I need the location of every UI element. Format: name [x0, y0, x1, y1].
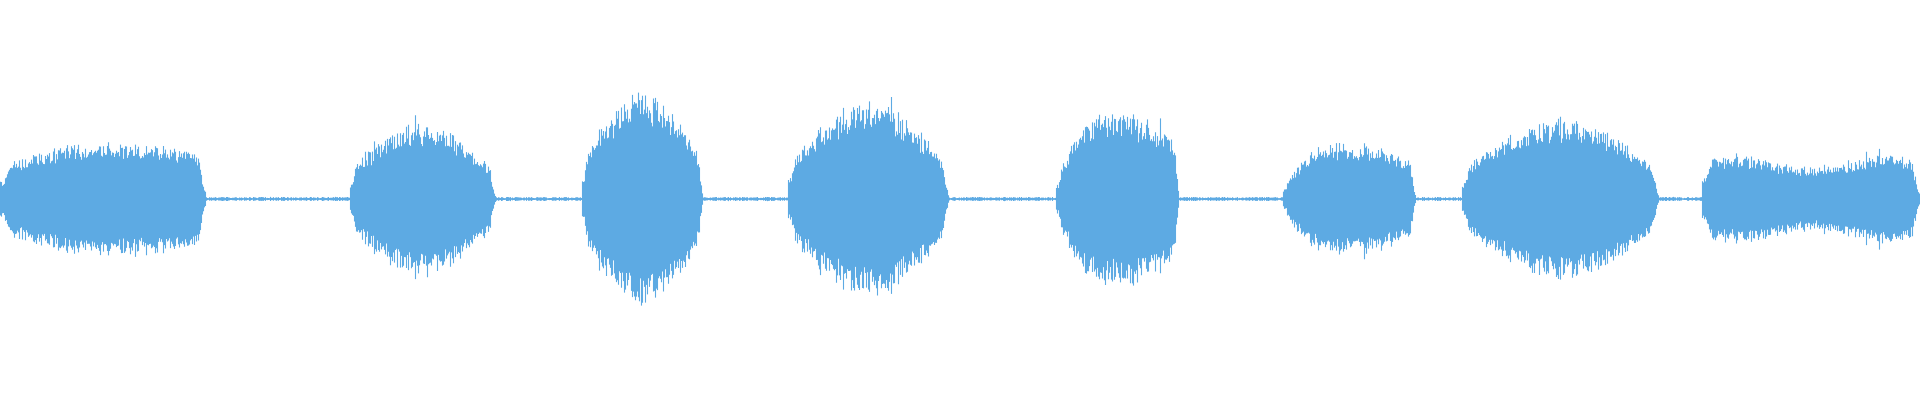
waveform-bars: [0, 92, 1920, 306]
